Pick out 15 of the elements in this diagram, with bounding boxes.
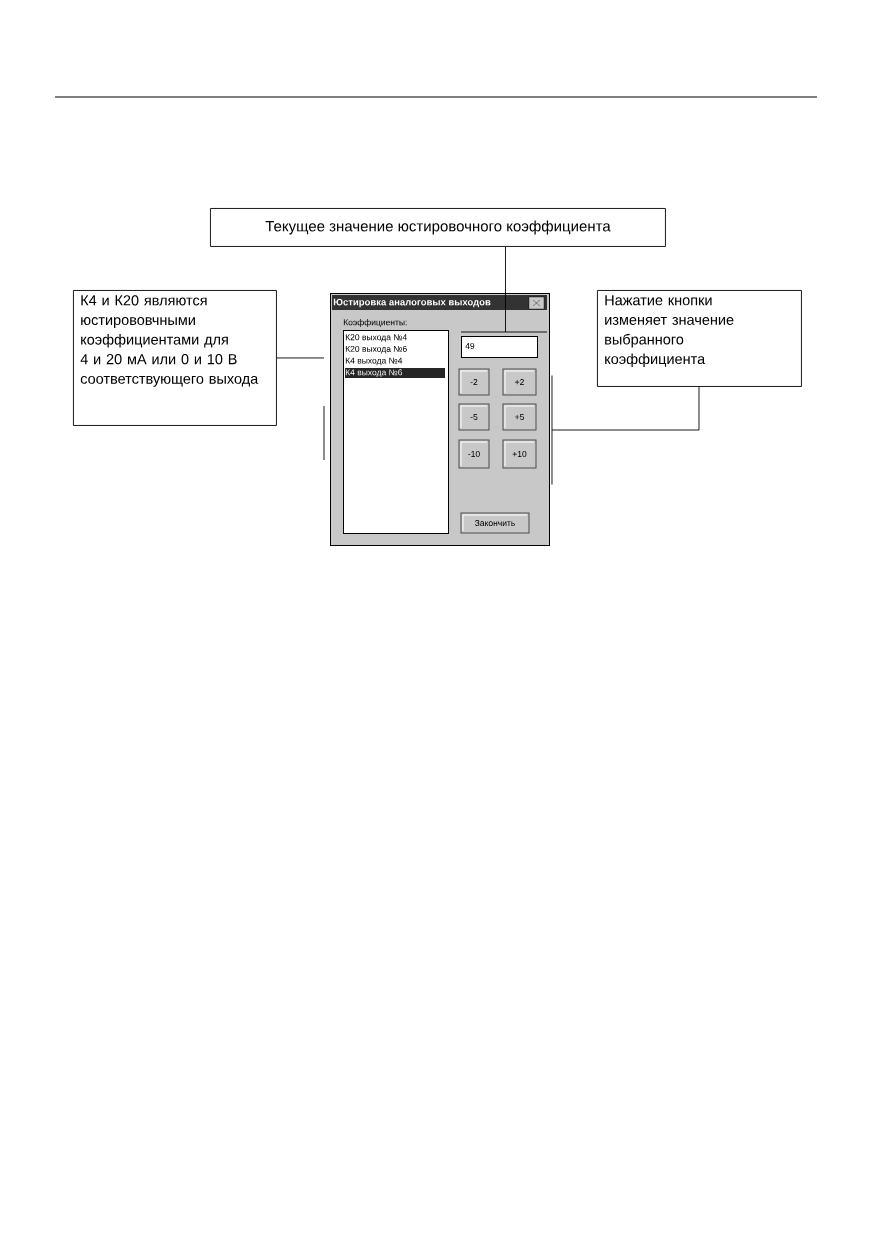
input-field: 49	[461, 336, 538, 358]
button: +10	[502, 439, 537, 469]
leader-line	[460, 246, 548, 333]
leader-line	[551, 375, 700, 485]
button: -2	[458, 368, 490, 396]
callout-box: Текущее значение юстировочного коэффициента	[210, 208, 666, 247]
callout-box: Нажатие кнопки изменяет значение выбранного коэффициента	[597, 290, 802, 387]
list-box: К20 выхода №4 К20 выхода №6 К4 выхода №4 К4 выхода №6	[343, 330, 449, 534]
button: -5	[458, 403, 490, 431]
button: -10	[458, 439, 490, 469]
callout-box: К4 и К20 являются юстирововчными коэффициентами для 4 и 20 мА или 0 и 10 В соответствующего выхода	[73, 290, 277, 426]
button: +2	[502, 368, 537, 396]
button: Закончить	[460, 512, 530, 534]
leader-line	[276, 357, 325, 461]
button: +5	[502, 403, 537, 431]
